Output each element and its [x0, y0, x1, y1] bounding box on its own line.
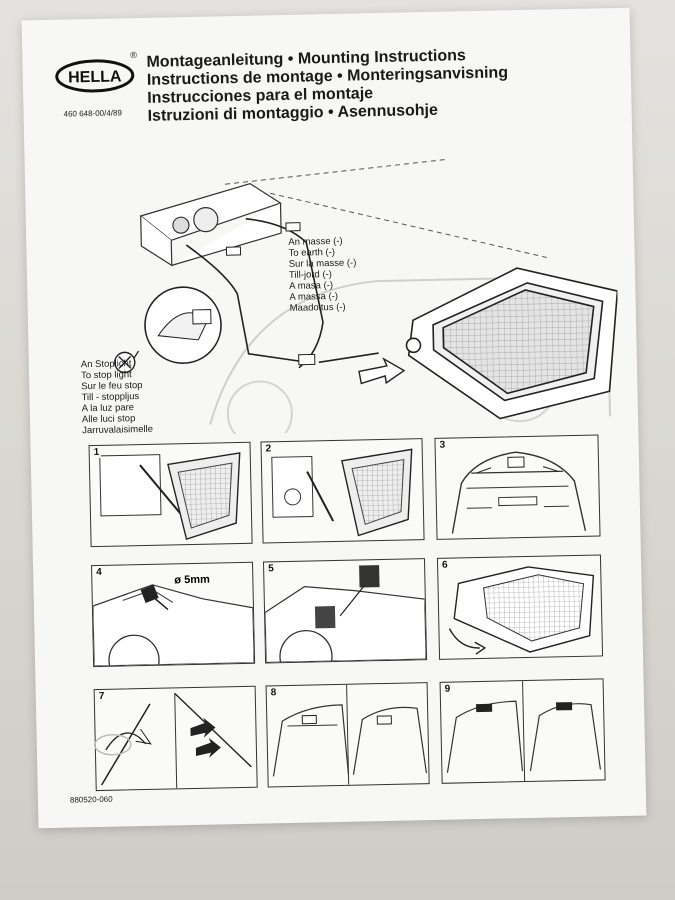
step-number: 4: [95, 566, 103, 579]
hella-logo: HELLA: [55, 59, 135, 93]
logo-text: HELLA: [68, 68, 122, 86]
step-5-panel: 5: [262, 558, 428, 664]
step-7-panel: 7: [93, 685, 258, 792]
registered-mark: ®: [130, 50, 138, 61]
overview-diagram: [114, 159, 619, 438]
step-9-panel: 9: [439, 678, 606, 784]
step-number: 5: [267, 563, 275, 575]
stop-lamp: [405, 267, 619, 420]
instruction-sheet: HELLA ® Montageanleitung • Mounting Inst…: [21, 7, 647, 829]
step-number: 3: [438, 439, 447, 451]
earth-labels: An masse (-) To earth (-) Sur la masse (…: [288, 235, 357, 314]
step-4-panel: 4 ø 5mm: [91, 561, 256, 668]
step-8-panel: 8: [265, 682, 430, 788]
step-number: 8: [269, 687, 278, 699]
step-number: 6: [440, 559, 449, 571]
step-2-panel: 2: [260, 438, 425, 544]
stop-light-labels: An Stoplicht To stop light Sur le feu st…: [80, 358, 154, 437]
step-1-panel: 1: [88, 441, 253, 548]
document-number: 460 648-00/4/89: [63, 108, 122, 119]
hella-watermark: [94, 733, 132, 756]
step-number: 7: [97, 690, 106, 703]
step-6-panel: 6: [436, 554, 604, 660]
title-block: Montageanleitung • Mounting Instructions…: [146, 44, 617, 126]
steps-grid: 1 2 3: [88, 434, 616, 793]
step-number: 2: [264, 443, 273, 455]
hole-diameter: ø 5mm: [174, 573, 210, 587]
bulb-holder: [139, 183, 282, 267]
part-number: 880520-060: [69, 794, 113, 805]
step-number: 9: [443, 683, 452, 695]
step-3-panel: 3: [434, 434, 601, 540]
step-number: 1: [92, 446, 101, 459]
